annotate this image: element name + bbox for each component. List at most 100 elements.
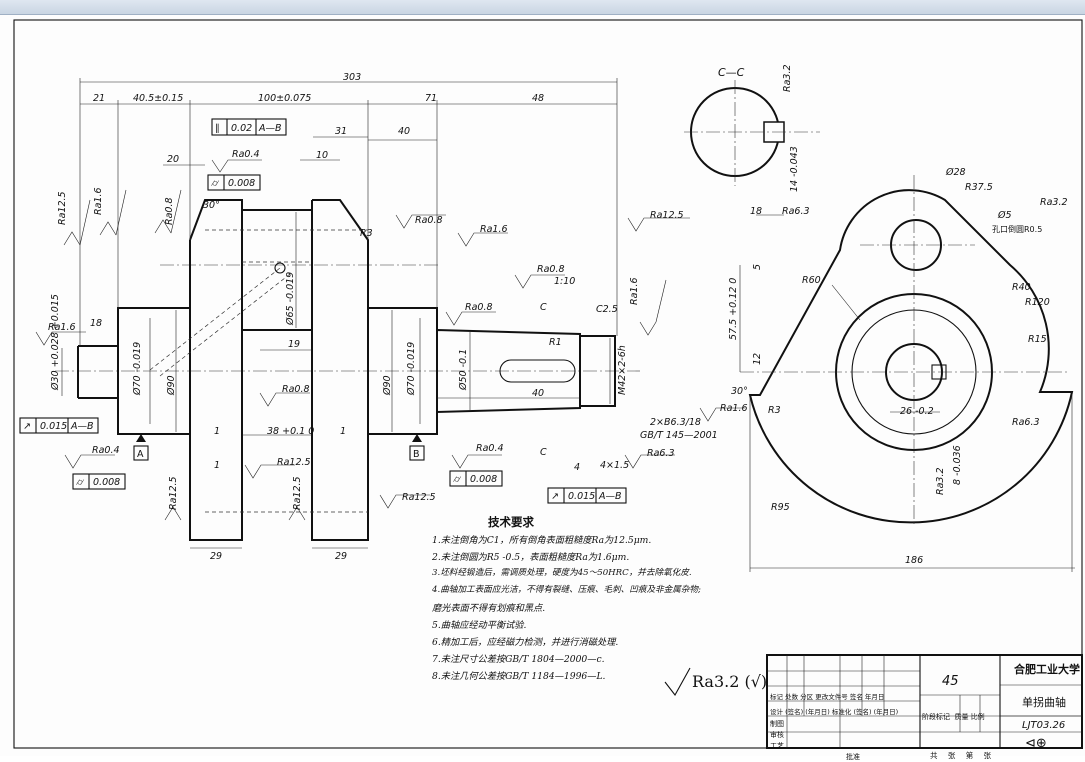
ra-15: Ra12.5 (277, 457, 311, 468)
side-ra32-bottom: Ra3.2 (935, 467, 946, 495)
main-view-dimensions: 303 21 40.5±0.15 100±0.075 71 48 31 40 2… (50, 72, 718, 562)
tb-d-std: 标准化 (831, 708, 852, 716)
side-d5: 5 (752, 264, 763, 270)
dim-spline-std: GB/T 145—2001 (640, 430, 718, 441)
ra-10: Ra1.6 (629, 277, 640, 305)
tb-h-zone: 分区 (800, 693, 814, 701)
datum-a: A (137, 449, 144, 460)
sheet-border (13, 19, 1083, 749)
tb-mass: 质量 (954, 713, 969, 721)
tb-row-design: 设计 (签名) (年月日) 标准化 (签名) (年月日) (770, 706, 898, 716)
dim-phi70-left: Ø70 -0.019 (132, 342, 143, 396)
tb-h-date: 年月日 (864, 693, 885, 701)
dim-18: 18 (90, 318, 102, 329)
dim-taper: 1:10 (554, 276, 575, 287)
dim-48: 48 (532, 93, 544, 104)
roughness-symbols: Ra12.5 Ra1.6 Ra0.8 Ra0.4 Ra0.8 Ra1.6 Ra0… (35, 149, 748, 521)
dim-c2-5: C2.5 (596, 304, 618, 315)
side-d12: 12 (752, 353, 763, 365)
dim-m42: M42×2-6h (617, 345, 628, 395)
ra-17: Ra12.5 (292, 476, 303, 510)
dim-40: 40 (398, 126, 410, 137)
dim-1b: 1 (340, 426, 346, 437)
ra-19: Ra6.3 (647, 448, 675, 459)
tb-h-count: 处数 (785, 693, 799, 701)
title-drawing-no: LJT03.26 (1022, 720, 1066, 731)
tb-h-sign: 签名 (849, 693, 863, 701)
requirement-item: 7.未注尺寸公差按GB/T 1804—2000—c. (432, 654, 605, 665)
tb-h-docno: 更改文件号 (815, 693, 848, 701)
tb-approve: 批准 (846, 753, 860, 761)
side-r3: R3 (768, 405, 781, 416)
dim-21: 21 (93, 93, 105, 104)
tb-d-date: (年月日) (805, 708, 830, 716)
dim-r1: R1 (549, 337, 562, 348)
gdt-parallel-value: 0.02 (231, 123, 252, 134)
dim-40-5: 40.5±0.15 (133, 93, 183, 104)
requirement-item: 8.未注几何公差按GB/T 1184—1996—L. (432, 671, 606, 682)
side-r15: R15 (1028, 334, 1047, 345)
gdt-cyl1-value: 0.008 (228, 178, 255, 189)
ra-13: Ra0.4 (92, 445, 120, 456)
tb-d-date2: (年月日) (873, 708, 899, 716)
tb-drafter: 制图 (770, 720, 784, 728)
ra-4: Ra0.4 (232, 149, 260, 160)
section-key14: 14 -0.043 (789, 146, 800, 192)
requirement-item: 磨光表面不得有划痕和黑点. (432, 603, 546, 614)
tb-left-labels: 制图 审核 工艺 (770, 719, 784, 752)
dim-phi30: Ø30 +0.028 +0.015 (50, 294, 61, 391)
gdt-cyl3-value: 0.008 (470, 474, 497, 485)
dim-4: 4 (574, 462, 580, 473)
gdt-parallel-datum: A—B (258, 123, 282, 134)
dim-40-key: 40 (532, 388, 544, 399)
dim-29-right: 29 (335, 551, 347, 562)
side-d26: 26 -0.2 (900, 406, 934, 417)
dim-19: 19 (288, 339, 300, 350)
side-r40: R40 (1012, 282, 1031, 293)
section-cc-label: C—C (718, 66, 745, 79)
side-w186: 186 (905, 555, 923, 566)
side-r95: R95 (771, 502, 790, 513)
side-r37-5: R37.5 (965, 182, 993, 193)
ra-8: Ra1.6 (48, 322, 76, 333)
requirement-item: 2.未注倒圆为R5 -0.5，表面粗糙度Ra为1.6μm. (432, 552, 630, 563)
section-c-bottom: C (540, 447, 547, 458)
dim-31: 31 (335, 126, 347, 137)
requirement-item: 6.精加工后，应经磁力检测，并进行消磁处理. (432, 637, 619, 648)
tb-d-sign: (签名) (785, 708, 804, 716)
dim-10: 10 (316, 150, 328, 161)
gdt-runout1-symbol: ↗ (23, 421, 31, 432)
requirement-item: 3.坯料经锻造后，需调质处理，硬度为45～50HRC，并去除氧化皮. (432, 568, 692, 578)
dim-phi50: Ø50 -0.1 (458, 349, 469, 391)
dim-spline: 2×B6.3/18 (650, 417, 701, 428)
gdt-parallel-symbol: ∥ (215, 123, 220, 134)
ra-6: Ra1.6 (480, 224, 508, 235)
requirement-item: 5.曲轴应经动平衡试验. (432, 620, 527, 631)
ra-16: Ra12.5 (168, 476, 179, 510)
section-ra63: Ra6.3 (782, 206, 810, 217)
gdt-cyl2-symbol: ⌭ (76, 477, 85, 488)
dim-71: 71 (425, 93, 437, 104)
crankshaft-side-view: Ø28 R37.5 Ø5 孔口倒圆R0.5 Ra3.2 R60 R40 R120… (728, 167, 1075, 572)
section-w18: 18 (750, 206, 762, 217)
gdt-runout2-value: 0.015 (568, 491, 595, 502)
side-r60: R60 (802, 275, 821, 286)
general-finish-symbol (664, 667, 691, 696)
dim-phi65: Ø65 -0.019 (285, 272, 296, 326)
side-key8: 8 -0.036 (952, 445, 963, 485)
window-title-bar (0, 0, 1085, 15)
requirements-list: 1.未注倒角为C1，所有倒角表面粗糙度Ra为12.5μm. 2.未注倒圆为R5 … (432, 532, 701, 692)
keyway (499, 359, 576, 383)
section-c-top: C (540, 302, 547, 313)
ra-3: Ra0.8 (164, 197, 175, 225)
dim-100: 100±0.075 (258, 93, 311, 104)
requirement-item: 1.未注倒角为C1，所有倒角表面粗糙度Ra为12.5μm. (432, 535, 652, 546)
section-cc-view: C—C Ra3.2 14 -0.043 18 Ra6.3 (684, 64, 820, 217)
dim-30deg: 30° (203, 200, 220, 211)
dim-1a: 1 (214, 426, 220, 437)
general-finish-note: Ra3.2 (√) (692, 672, 768, 691)
side-ra63: Ra6.3 (1012, 417, 1040, 428)
tb-checker: 审核 (770, 731, 784, 739)
gdt-runout1-value: 0.015 (40, 421, 67, 432)
